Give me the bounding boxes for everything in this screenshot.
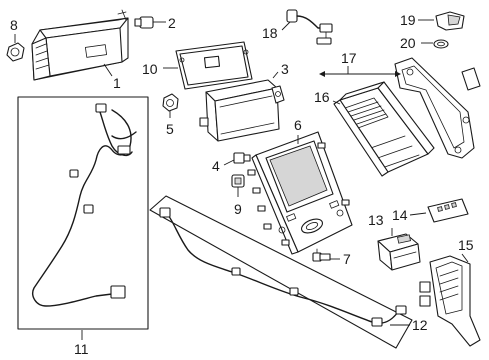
part-20-ring [421,39,449,49]
part-17-bracket [319,57,481,159]
callout-11: 11 [74,341,89,357]
callout-4: 4 [212,158,220,174]
part-16-amplifier [332,81,435,177]
callout-13: 13 [368,212,384,228]
part-11-harness [17,96,149,340]
part-4-bolt [223,152,251,166]
part-3-control-module [199,71,285,142]
part-19-clip [418,11,465,31]
part-10-bracket [163,41,253,90]
callout-18: 18 [262,25,278,41]
callout-10: 10 [142,61,158,77]
callout-12: 12 [412,317,428,333]
callout-6: 6 [294,117,302,133]
callout-1: 1 [113,75,121,91]
callout-labels: 8 1 2 18 19 20 10 3 17 16 5 6 4 9 13 14 … [10,12,474,357]
callout-15: 15 [458,237,474,253]
part-13-module [377,228,421,271]
part-8-nut [6,34,25,62]
part-7-screw [312,248,340,262]
part-9-clip-nut [231,174,245,197]
part-18-antenna-lead [281,9,333,45]
callout-17: 17 [341,50,357,66]
callout-8: 8 [10,17,18,33]
part-15-bracket-module [419,253,481,347]
callout-5: 5 [166,121,174,137]
part-2-bolt [134,16,166,29]
callout-20: 20 [400,35,416,51]
part-12-harness [149,195,413,349]
callout-14: 14 [392,207,408,223]
callout-2: 2 [168,15,176,31]
callout-3: 3 [281,61,289,77]
callout-16: 16 [314,89,330,105]
part-6-display-faceplate [247,131,353,255]
callout-19: 19 [400,12,416,28]
part-5-nut [162,93,179,118]
part-14-label [409,198,469,223]
callout-7: 7 [343,251,351,267]
part-1-receiver-module [31,9,129,81]
callout-9: 9 [234,201,242,217]
